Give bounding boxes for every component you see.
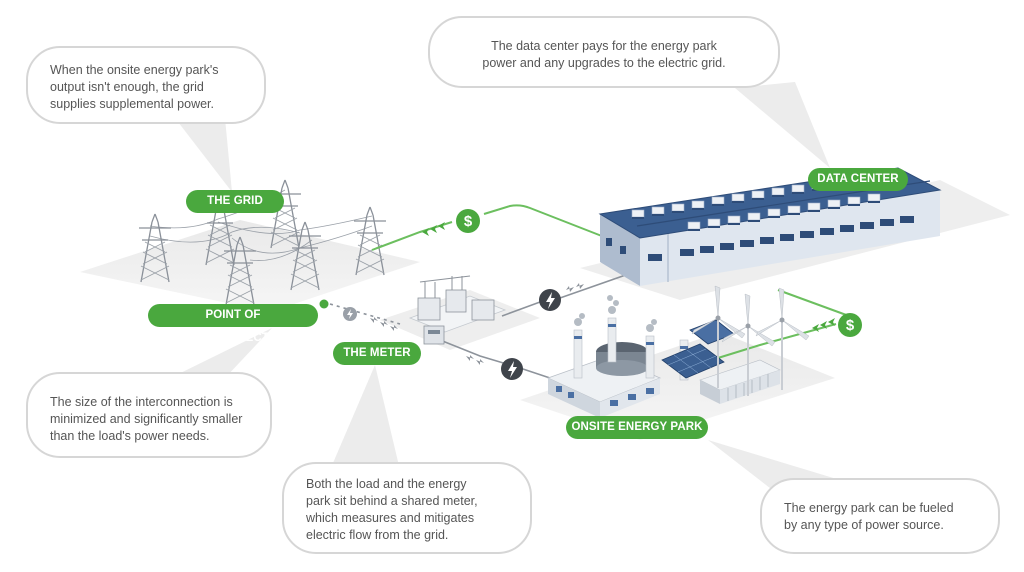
grid-callout: When the onsite energy park's output isn… — [26, 46, 266, 124]
label-the-grid: THE GRID — [186, 190, 284, 213]
data-center-callout-tail — [735, 82, 830, 168]
label-point-of-interconnection: POINT OF INTERCONNECTION — [148, 304, 318, 344]
energy-park-callout-text: The energy park can be fueled by any typ… — [784, 501, 954, 532]
label-the-meter: THE METER — [333, 342, 421, 365]
meter-callout: Both the load and the energy park sit be… — [282, 462, 532, 554]
flow-arrows-icon — [422, 222, 835, 332]
dollar-icon: $ — [456, 209, 480, 233]
grid-ground — [80, 220, 420, 312]
solar-panel-icon — [661, 319, 735, 379]
flow-arrows-gray — [370, 283, 584, 365]
meter-callout-tail — [330, 365, 400, 470]
lightning-bolt-icon — [539, 289, 561, 311]
svg-text:$: $ — [464, 213, 473, 230]
interconnection-point — [319, 299, 329, 309]
lightning-bolt-icon — [343, 307, 357, 321]
energy-park-callout: The energy park can be fueled by any typ… — [760, 478, 1000, 554]
data-center-callout-text: The data center pays for the energy park… — [482, 39, 726, 70]
meter-callout-text: Both the load and the energy park sit be… — [306, 477, 478, 542]
meter-station-icon — [408, 275, 507, 345]
grid-callout-tail — [175, 118, 232, 192]
interconnection-callout-text: The size of the interconnection is minim… — [50, 395, 243, 443]
label-data-center: DATA CENTER — [808, 168, 908, 191]
interconnection-callout: The size of the interconnection is minim… — [26, 372, 272, 458]
label-onsite-energy-park: ONSITE ENERGY PARK — [566, 416, 708, 439]
dollar-icon: $ — [838, 313, 862, 337]
battery-storage-icon — [699, 359, 781, 404]
data-center-callout: The data center pays for the energy park… — [428, 16, 780, 88]
svg-text:$: $ — [846, 317, 855, 334]
grid-callout-text: When the onsite energy park's output isn… — [50, 63, 219, 111]
lightning-bolt-icon — [501, 358, 523, 380]
